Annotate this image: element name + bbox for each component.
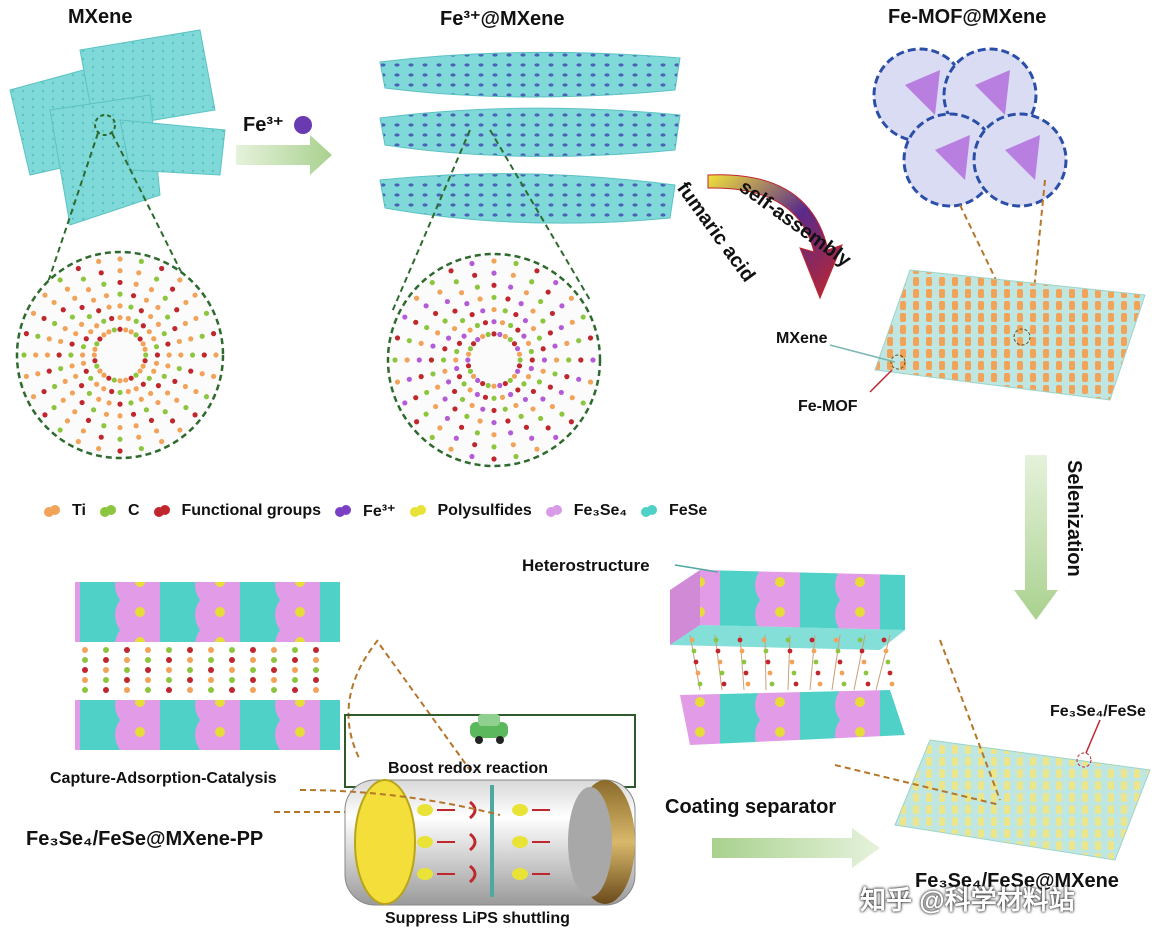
legend-label: Fe₃Se₄	[573, 502, 628, 519]
product-bottom-label: Fe₃Se₄/FeSe@MXene	[915, 870, 1119, 892]
mxene-zoom-circle	[15, 250, 225, 460]
fe3-ion-label: Fe³⁺	[243, 114, 284, 136]
legend-item: C	[99, 502, 140, 520]
legend-item: FeSe	[641, 502, 707, 520]
legend-swatch	[335, 505, 353, 517]
capture-structure	[75, 582, 471, 771]
fe-mof-mxene-sheet	[829, 269, 1146, 401]
arrow-right-1	[236, 135, 332, 175]
fe-mxene-zoom-circle	[386, 252, 602, 468]
title-mxene: MXene	[68, 6, 133, 28]
legend-label: C	[127, 502, 140, 519]
legend-label: Fe³⁺	[363, 503, 396, 520]
coating-label: Coating separator	[665, 796, 837, 818]
suppress-label: Suppress LiPS shuttling	[385, 910, 570, 927]
legend-item: Ti	[44, 502, 86, 520]
arrow-left	[712, 828, 880, 868]
legend-label: Functional groups	[181, 502, 322, 519]
fe-mof-crystals	[872, 47, 1068, 331]
legend-swatch	[153, 505, 172, 517]
watermark: 知乎 @科学材料站	[860, 885, 1075, 915]
fe3se4-fese-label: Fe₃Se₄/FeSe	[1050, 703, 1146, 720]
legend-swatch	[545, 505, 564, 517]
legend-swatch	[641, 505, 659, 517]
title-fe-mof-mxene: Fe-MOF@MXene	[888, 6, 1047, 28]
heterostructure-block	[670, 564, 905, 745]
selenization-label: Selenization	[1063, 460, 1085, 577]
legend-label: Ti	[72, 502, 86, 519]
title-fe-mxene: Fe³⁺@MXene	[440, 8, 565, 30]
legend-item: Functional groups	[153, 502, 322, 520]
legend: Ti C Functional groups Fe³⁺ Polysulfides Fe₃S…	[44, 498, 721, 524]
legend-swatch	[409, 505, 428, 517]
coated-separator-sheet	[834, 639, 1151, 861]
fe-ion-dot	[294, 116, 312, 134]
legend-item: Fe³⁺	[335, 501, 396, 521]
mxene-pointer-label: MXene	[776, 330, 828, 347]
femof-pointer-label: Fe-MOF	[798, 398, 858, 415]
legend-swatch	[44, 505, 62, 517]
boost-label: Boost redox reaction	[388, 760, 549, 777]
arrow-down	[1014, 455, 1058, 620]
mxene-sheets	[9, 29, 226, 361]
legend-item: Fe₃Se₄	[545, 502, 628, 520]
fe-mxene-sheets	[379, 51, 681, 313]
product-pp-label: Fe₃Se₄/FeSe@MXene-PP	[26, 828, 264, 850]
legend-swatch	[99, 505, 118, 517]
battery-cell	[274, 714, 636, 906]
heterostructure-label: Heterostructure	[522, 556, 650, 575]
legend-label: FeSe	[669, 502, 708, 519]
capture-label: Capture-Adsorption-Catalysis	[50, 770, 277, 787]
legend-item: Polysulfides	[409, 502, 532, 520]
legend-label: Polysulfides	[437, 502, 532, 519]
car-icon	[470, 714, 508, 744]
self-assembly-arrow	[707, 174, 843, 300]
